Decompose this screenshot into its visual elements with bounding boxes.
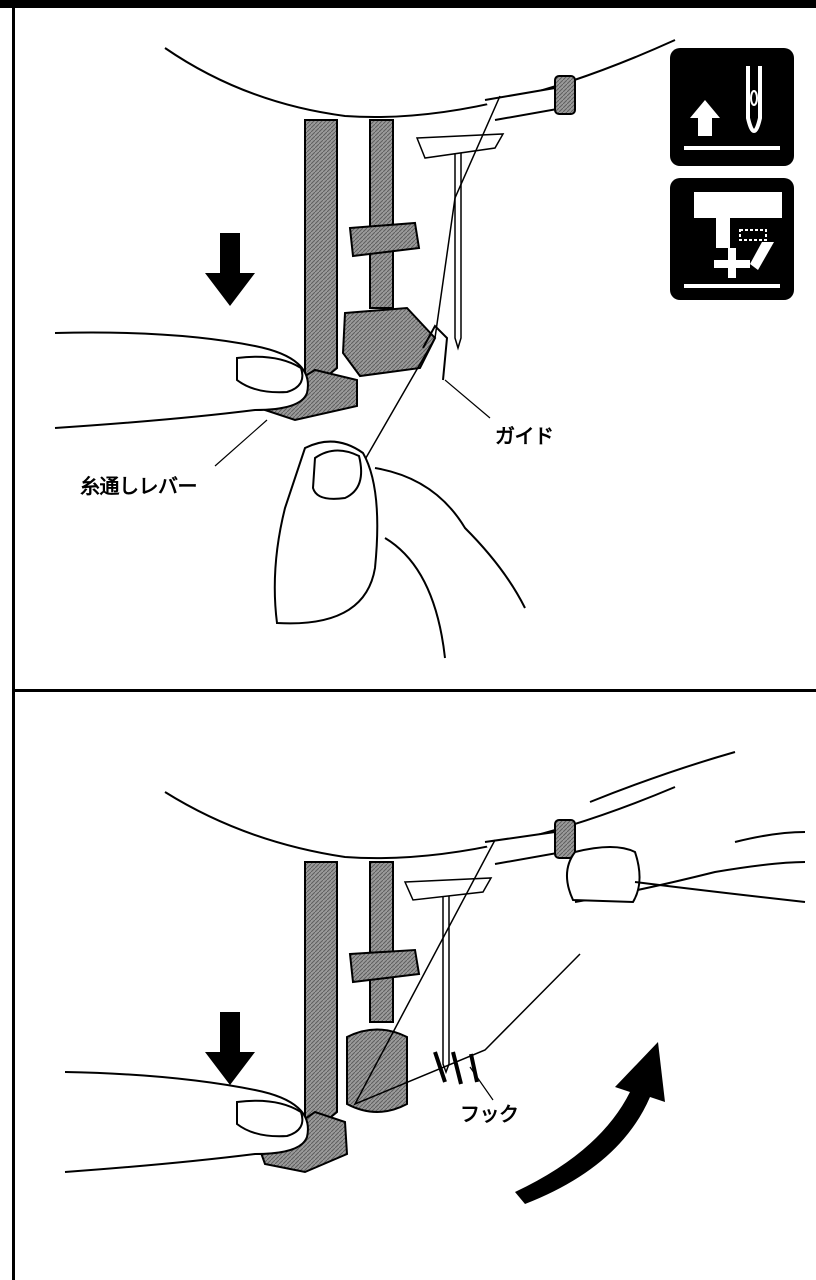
guide-label: ガイド: [495, 424, 554, 448]
knob-1: [554, 75, 576, 115]
needle-bar: [369, 119, 394, 309]
down-arrow-icon: [205, 233, 255, 306]
knob-2: [554, 819, 576, 859]
threader-bar: [304, 119, 338, 388]
threader-lever-label: 糸通しレバー: [80, 474, 198, 498]
threader-body: [341, 306, 437, 378]
step-panel-2: フック: [12, 689, 816, 1280]
threading-illustration-1: [54, 39, 676, 659]
frame-top-border: [0, 0, 816, 8]
needle-up-icon: [670, 48, 794, 166]
hook-label: フック: [460, 1102, 519, 1126]
curved-up-arrow-icon: [515, 1042, 665, 1204]
step-panel-1: 糸通しレバー ガイド: [12, 8, 816, 689]
presser-foot-down-icon: [670, 178, 794, 300]
threading-illustration-2: [64, 751, 806, 1204]
down-arrow-icon: [205, 1012, 255, 1085]
